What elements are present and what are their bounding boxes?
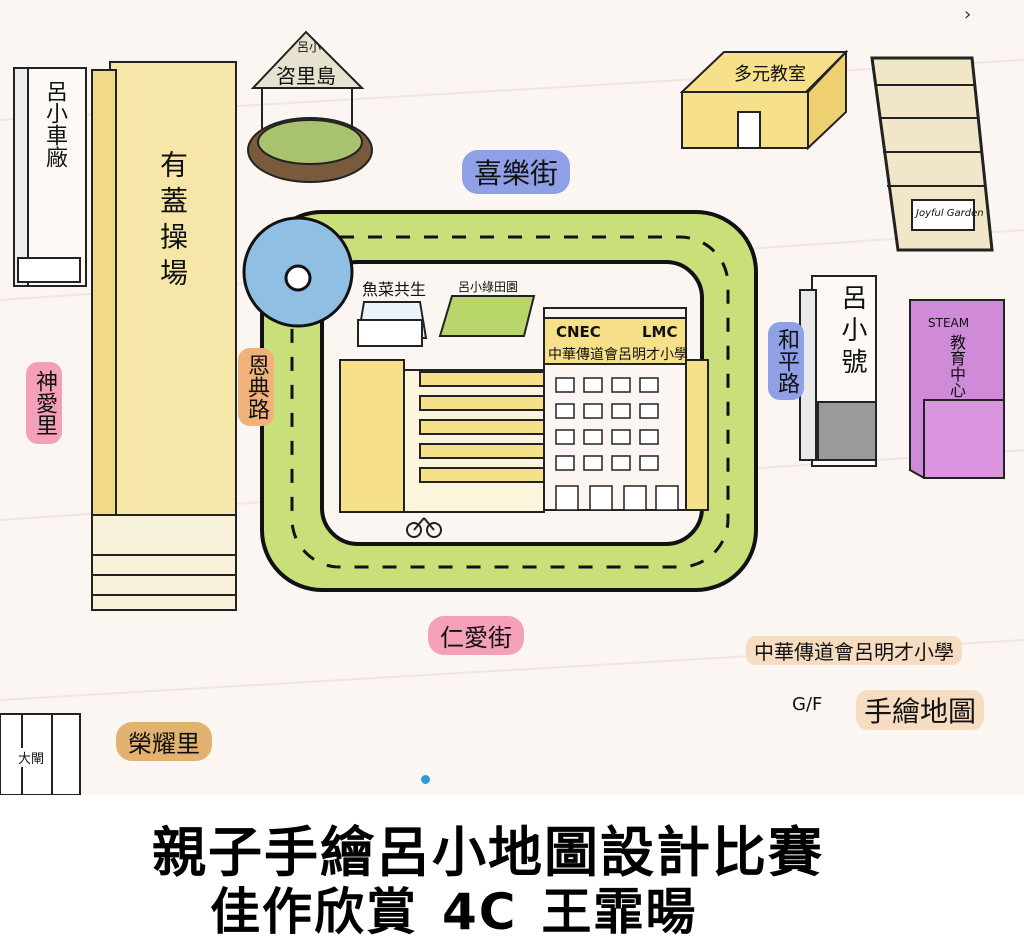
school-name-label: 中華傳道會呂明才小學 (548, 347, 688, 363)
steam-en-label: STEAM (928, 316, 970, 330)
legend-floor-label: G/F (792, 694, 823, 715)
caption-title: 親子手繪呂小地圖設計比賽 (152, 821, 824, 884)
pavilion-top-label: 呂小 (297, 40, 322, 54)
legend-title-label: 手繪地圖 (856, 690, 985, 730)
pavilion-label: 咨里島 (276, 64, 336, 88)
joyful-garden (870, 56, 994, 252)
chevron-right-icon: › (964, 4, 972, 25)
hei-lok-street-label: 喜樂街 (462, 150, 571, 194)
school-building (339, 307, 709, 513)
caption-prefix: 佳作欣賞 (210, 883, 418, 941)
building-tag-label: 大閘 (18, 748, 45, 767)
wing-yiu-lane-label: 榮耀里 (116, 722, 212, 761)
caption-student: 王霏暘 (541, 883, 698, 941)
yan-dian-road-label: 恩典路 (238, 348, 274, 426)
caption-class: 4C (442, 883, 518, 941)
wo-ping-road-label: 和平路 (768, 322, 804, 400)
steam-cn-label: 教育中心 (947, 334, 966, 398)
multi-classroom-building (679, 49, 849, 151)
green-farm (438, 295, 536, 337)
hand-drawn-map (0, 0, 1024, 795)
fish-veg-unit (356, 301, 428, 347)
page-indicator-dot[interactable] (421, 775, 430, 784)
roundabout (242, 216, 354, 328)
bus-garage-building (13, 67, 87, 287)
covered-playground-building (91, 61, 237, 611)
pavilion-island (247, 30, 373, 183)
fish-veg-label: 魚菜共生 (362, 280, 427, 299)
lui-bus-label: 呂小號 (837, 284, 867, 380)
multi-classroom-label: 多元教室 (734, 64, 806, 85)
farm-sign-label: 呂小綠田園 (458, 280, 519, 294)
bottom-left-building (0, 713, 81, 795)
school-en-label-1: CNEC (556, 323, 601, 341)
sun-oi-lane-label: 神愛里 (26, 362, 62, 444)
bus-garage-label: 呂小車廠 (42, 80, 67, 168)
school-en-label-2: LMC (642, 323, 678, 341)
covered-playground-label: 有蓋操場 (156, 150, 189, 294)
yan-oi-street-label: 仁愛街 (428, 616, 524, 655)
caption-subtitle: 佳作欣賞 4C 王霏暘 (0, 872, 1024, 944)
legend-school-label: 中華傳道會呂明才小學 (746, 636, 962, 665)
lui-bus (799, 275, 877, 467)
garden-sign-label: Joyful Garden (916, 208, 984, 219)
bicycle-icon (406, 517, 442, 538)
steam-centre-building (909, 299, 1005, 480)
